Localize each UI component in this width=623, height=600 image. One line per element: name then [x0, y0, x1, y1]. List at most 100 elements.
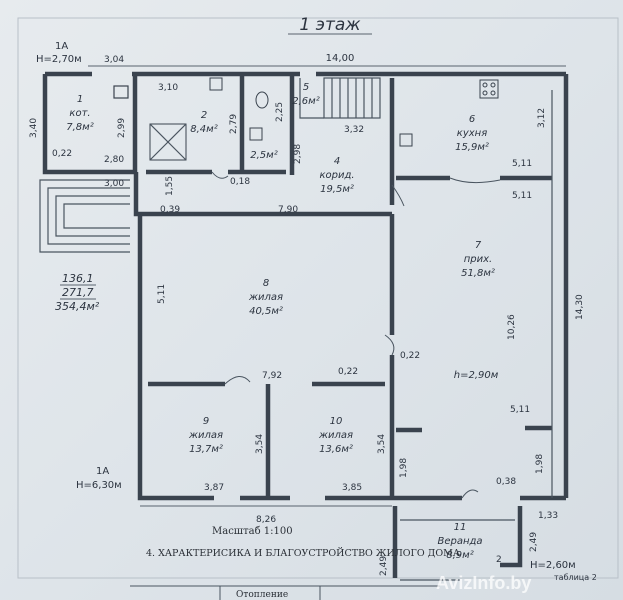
dim-299: 2,99 [117, 118, 127, 138]
dim-2: 2 [496, 555, 502, 565]
room-1-name: кот. [69, 108, 90, 119]
dim-133: 1,33 [538, 511, 558, 521]
room-8-name: жилая [248, 292, 283, 303]
room-11-name: Веранда [437, 536, 482, 547]
room-11: 11 Веранда 8,9м² [437, 522, 482, 561]
dim-018: 0,18 [230, 177, 250, 187]
dim-155: 1,55 [165, 176, 175, 196]
total-line-3: 354,4м² [55, 300, 100, 313]
room-6-area: 15,9м² [455, 142, 489, 153]
fixtures [113, 77, 499, 161]
dim-022c: 0,22 [338, 367, 358, 377]
dim-304: 3,04 [104, 55, 124, 65]
room-7-area: 51,8м² [461, 268, 495, 279]
sheet-frame [17, 17, 619, 579]
watermark: AvizInfo.by [436, 573, 531, 593]
room-10-num: 10 [330, 416, 343, 427]
room-4-area: 19,5м² [320, 184, 354, 195]
room-3: 2,5м² [250, 150, 277, 161]
room-5-area: 2,6м² [292, 96, 319, 107]
boiler-icon [113, 85, 129, 99]
door-arcs [211, 171, 501, 499]
room-10: 10 жилая 13,6м² [318, 416, 353, 455]
room-8: 8 жилая 40,5м² [248, 278, 283, 317]
room-11-area: 8,9м² [446, 550, 473, 561]
dim-249b: 2,49 [379, 556, 389, 576]
room-11-num: 11 [454, 522, 467, 533]
veranda [392, 506, 523, 581]
porch-steps [39, 179, 130, 253]
room-1-num: 1 [77, 94, 83, 105]
dim-385: 3,85 [342, 483, 362, 493]
corner-top-left-label: 1А [55, 41, 68, 52]
room-8-area: 40,5м² [249, 306, 283, 317]
staircase [299, 77, 381, 119]
room-2-num: 2 [201, 110, 207, 121]
sink-icon [209, 77, 223, 91]
dim-198b: 1,98 [535, 454, 545, 474]
room-4-name: корид. [319, 170, 354, 181]
dim-1430: 14,30 [575, 294, 585, 320]
room-6: 6 кухня 15,9м² [455, 114, 489, 153]
room-6-num: 6 [469, 114, 475, 125]
dim-354b: 3,54 [377, 434, 387, 454]
dim-354a: 3,54 [255, 434, 265, 454]
dim-387: 3,87 [204, 483, 224, 493]
room-4: 4 корид. 19,5м² [319, 156, 354, 195]
dim-022a: 0,22 [52, 149, 72, 159]
room-10-area: 13,6м² [319, 444, 353, 455]
scale-text: Масштаб 1:100 [212, 526, 293, 537]
dim-511b: 5,11 [512, 191, 532, 201]
dim-1026: 10,26 [507, 314, 517, 340]
dim-826: 8,26 [256, 515, 276, 525]
dim-225: 2,25 [275, 102, 285, 122]
dim-312: 3,12 [537, 108, 547, 128]
dim-300: 3,00 [104, 179, 124, 189]
room-7-height: h=2,90м [454, 370, 499, 381]
room-10-name: жилая [318, 430, 353, 441]
corner-bottom-left-label: 1А [96, 466, 109, 477]
room-9-name: жилая [188, 430, 223, 441]
room-8-num: 8 [263, 278, 269, 289]
room-9-area: 13,7м² [189, 444, 223, 455]
bottom-table-cell: Отопление [236, 590, 288, 600]
dim-298: 2,98 [293, 144, 303, 164]
dim-top-total: 14,00 [326, 53, 355, 64]
stove-icon [479, 79, 499, 99]
section-heading: 4. ХАРАКТЕРИСИКА И БЛАГОУСТРОЙСТВО ЖИЛОГ… [146, 547, 461, 559]
dim-280: 2,80 [104, 155, 124, 165]
room-9-num: 9 [203, 416, 209, 427]
room-7: 7 прих. 51,8м² h=2,90м [454, 240, 499, 381]
corner-bottom-left-height: H=6,30м [76, 480, 122, 491]
washbasin-icon [249, 127, 263, 141]
dim-511d: 5,11 [510, 405, 530, 415]
room-1-area: 7,8м² [66, 122, 93, 133]
corner-bottom-right-height: H=2,60м [530, 560, 576, 571]
room-3-area: 2,5м² [250, 150, 277, 161]
bottom-table: Отопление [130, 585, 440, 600]
floor-title: 1 этаж [299, 15, 361, 35]
room-5: 5 2,6м² [292, 82, 319, 107]
room-5-num: 5 [303, 82, 309, 93]
dim-022b: 0,22 [400, 351, 420, 361]
dim-792: 7,92 [262, 371, 282, 381]
shower-icon [149, 123, 187, 161]
dim-511c: 5,11 [157, 284, 167, 304]
room-2: 2 8,4м² [190, 110, 217, 135]
room-6-name: кухня [457, 128, 487, 139]
room-2-area: 8,4м² [190, 124, 217, 135]
dim-511a: 5,11 [512, 159, 532, 169]
room-9: 9 жилая 13,7м² [188, 416, 223, 455]
room-7-name: прих. [464, 254, 492, 265]
interior-walls [132, 74, 553, 498]
room-4-num: 4 [334, 156, 340, 167]
toilet-icon [255, 91, 269, 109]
room-7-num: 7 [475, 240, 482, 251]
dimensions: 3,04 3,10 3,40 2,99 0,22 2,80 3,00 2,79 … [29, 55, 585, 576]
dim-249: 2,49 [529, 532, 539, 552]
dim-310: 3,10 [158, 83, 178, 93]
dim-279: 2,79 [229, 114, 239, 134]
dim-332: 3,32 [344, 125, 364, 135]
right-fragment-label: таблица 2 [554, 573, 597, 582]
